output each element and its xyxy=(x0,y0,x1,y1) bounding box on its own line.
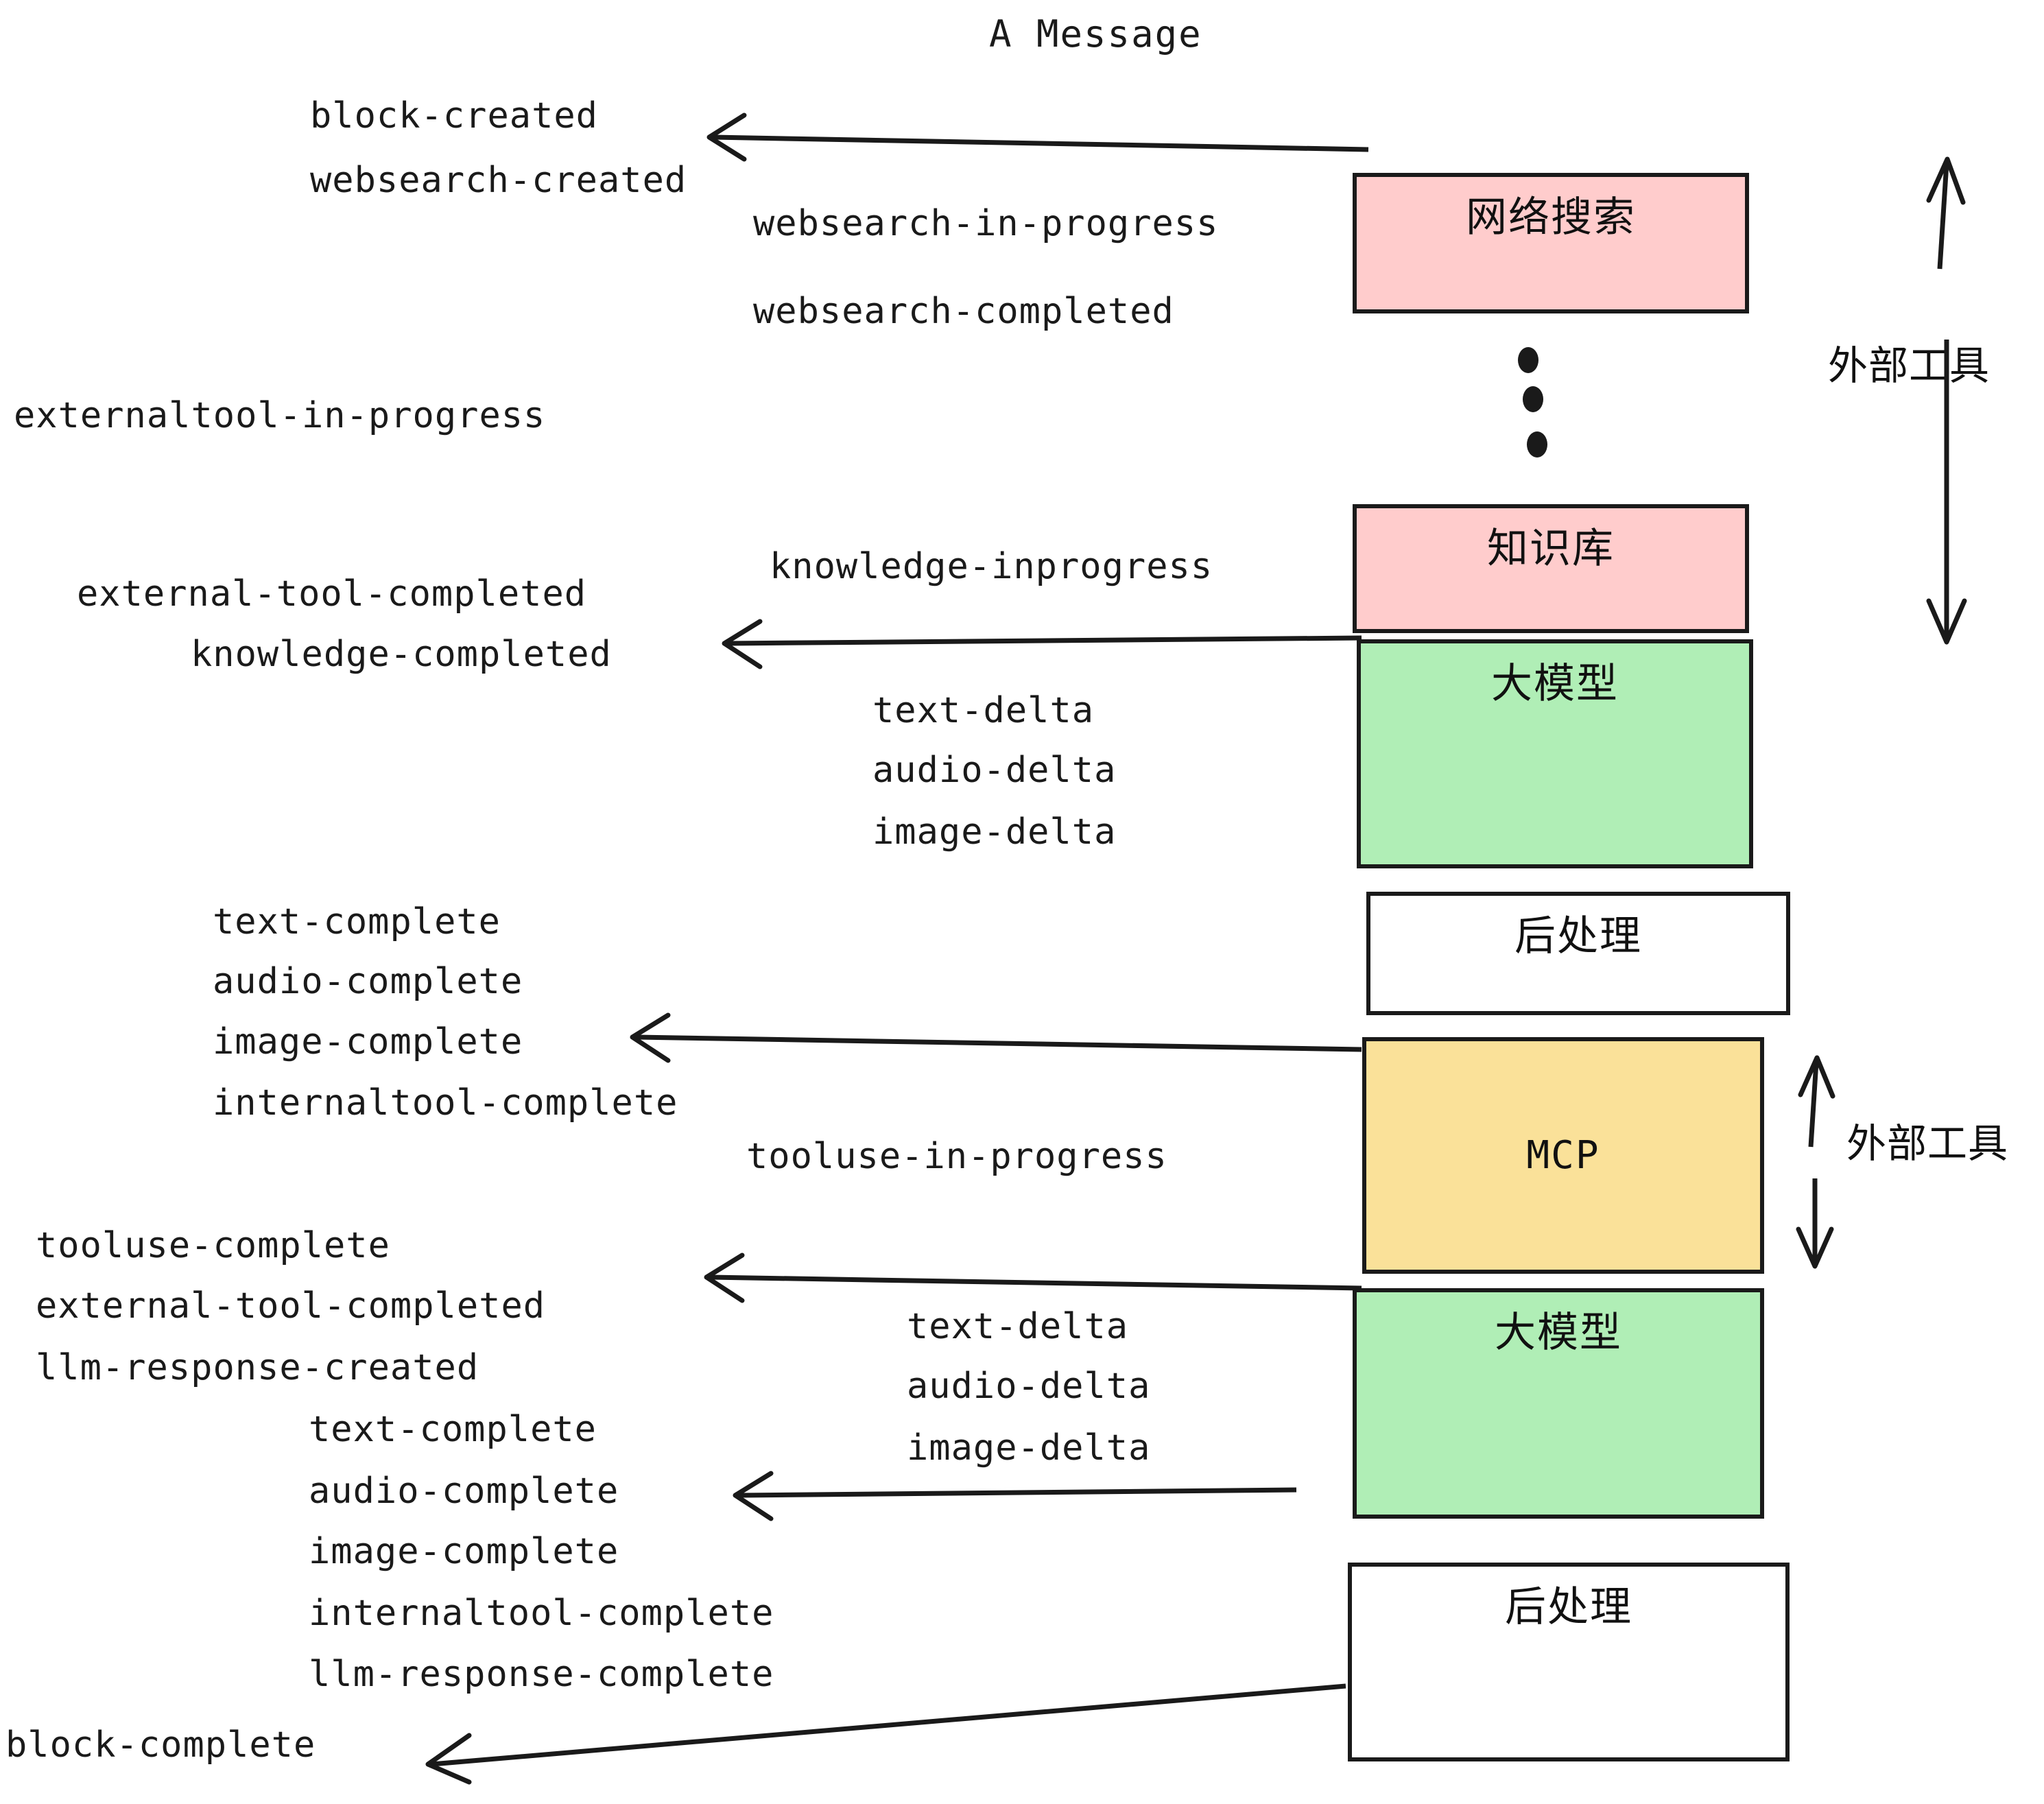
event-external-tool-completed-2: external-tool-completed xyxy=(36,1285,546,1327)
box-llm-1[interactable]: 大模型 xyxy=(1357,639,1753,868)
event-image-complete-2: image-complete xyxy=(309,1531,619,1572)
side-label-external-tools-top: 外部工具 xyxy=(1828,342,1990,389)
box-llm-1-label: 大模型 xyxy=(1491,660,1619,708)
box-knowledge[interactable]: 知识库 xyxy=(1353,504,1749,633)
box-websearch-label: 网络搜索 xyxy=(1466,193,1636,241)
event-audio-complete-1: audio-complete xyxy=(213,961,523,1002)
event-audio-delta-2: audio-delta xyxy=(907,1366,1151,1407)
box-postprocess-2[interactable]: 后处理 xyxy=(1348,1563,1790,1761)
box-postprocess-1-label: 后处理 xyxy=(1514,912,1642,960)
event-internaltool-complete-2: internaltool-complete xyxy=(309,1593,774,1634)
arrow-knowledge-to-knowledge-completed xyxy=(722,619,1362,669)
event-llm-response-created: llm-response-created xyxy=(36,1347,479,1388)
event-externaltool-in-progress: externaltool-in-progress xyxy=(14,395,546,436)
event-text-delta-2: text-delta xyxy=(907,1306,1129,1347)
event-websearch-completed: websearch-completed xyxy=(753,291,1174,332)
box-mcp[interactable]: MCP xyxy=(1362,1037,1764,1274)
event-image-complete-1: image-complete xyxy=(213,1021,523,1063)
event-audio-delta-1: audio-delta xyxy=(872,750,1117,791)
arrow-llm2-to-audio-complete xyxy=(733,1471,1297,1521)
event-websearch-in-progress: websearch-in-progress xyxy=(753,203,1219,244)
event-llm-response-complete: llm-response-complete xyxy=(309,1654,774,1695)
arrow-mcp-to-tooluse-complete xyxy=(704,1253,1362,1303)
page-title: A Message xyxy=(989,12,1202,56)
event-block-complete: block-complete xyxy=(5,1724,316,1766)
arrow-websearch-to-block-created xyxy=(706,112,1369,162)
event-knowledge-completed: knowledge-completed xyxy=(191,634,612,675)
box-postprocess-1[interactable]: 后处理 xyxy=(1366,892,1790,1015)
event-image-delta-1: image-delta xyxy=(872,811,1117,853)
bracket-external-tools-top xyxy=(1926,156,1967,645)
bracket-external-tools-bottom xyxy=(1796,1055,1835,1269)
box-llm-2-label: 大模型 xyxy=(1495,1309,1622,1357)
arrow-postprocess-to-image-complete xyxy=(630,1012,1362,1063)
event-tooluse-complete: tooluse-complete xyxy=(36,1225,390,1266)
event-internaltool-complete-1: internaltool-complete xyxy=(213,1082,678,1124)
event-websearch-created: websearch-created xyxy=(310,160,687,201)
box-postprocess-2-label: 后处理 xyxy=(1505,1583,1632,1631)
side-label-external-tools-bottom: 外部工具 xyxy=(1846,1120,2009,1167)
box-llm-2[interactable]: 大模型 xyxy=(1353,1288,1764,1519)
event-text-complete-2: text-complete xyxy=(309,1409,597,1450)
box-mcp-label: MCP xyxy=(1526,1132,1600,1178)
event-block-created: block-created xyxy=(310,95,598,137)
arrow-postprocess2-to-block-complete xyxy=(425,1683,1346,1785)
box-websearch[interactable]: 网络搜索 xyxy=(1353,173,1749,313)
vertical-ellipsis-dots xyxy=(1518,347,1547,458)
event-image-delta-2: image-delta xyxy=(907,1427,1151,1469)
event-text-delta-1: text-delta xyxy=(872,690,1095,731)
event-text-complete-1: text-complete xyxy=(213,901,501,942)
event-external-tool-completed-1: external-tool-completed xyxy=(77,573,587,615)
event-tooluse-in-progress: tooluse-in-progress xyxy=(746,1136,1167,1177)
event-knowledge-inprogress: knowledge-inprogress xyxy=(770,546,1213,587)
box-knowledge-label: 知识库 xyxy=(1487,525,1615,573)
event-audio-complete-2: audio-complete xyxy=(309,1471,619,1512)
